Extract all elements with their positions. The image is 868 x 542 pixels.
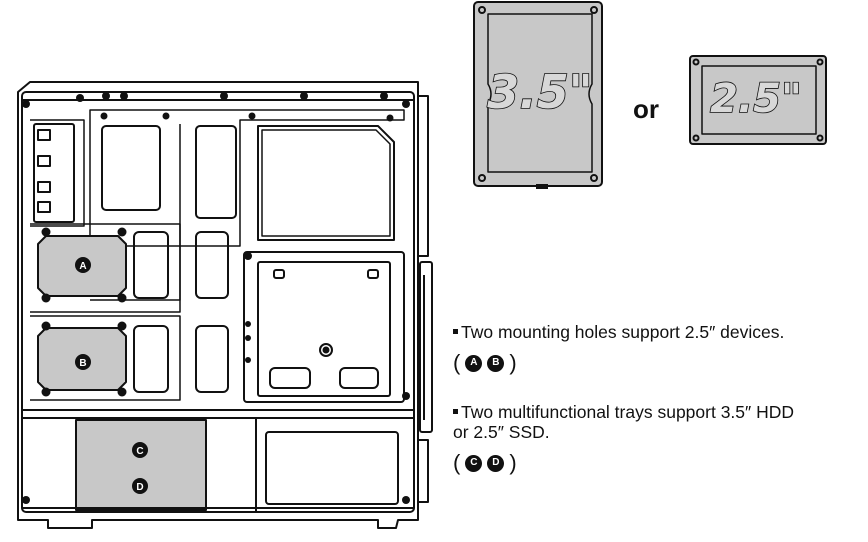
marker-b: B xyxy=(75,354,91,370)
note-mounting-holes: Two mounting holes support 2.5″ devices.… xyxy=(453,322,784,374)
note-line: Two multifunctional trays support 3.5″ H… xyxy=(453,402,794,422)
ssd-25-drive xyxy=(689,55,827,145)
note-multifunctional-trays: Two multifunctional trays support 3.5″ H… xyxy=(453,402,794,474)
marker-c: C xyxy=(132,442,148,458)
note-line: Two mounting holes support 2.5″ devices. xyxy=(453,322,784,342)
hdd-35-label: 3.5" xyxy=(487,65,592,119)
pc-case-side-panel xyxy=(17,81,433,529)
ref-row: ( A B ) xyxy=(453,350,517,375)
svg-text:D: D xyxy=(136,482,143,493)
ref-badge-a: A xyxy=(465,354,483,372)
svg-text:A: A xyxy=(79,261,86,272)
hdd-35-drive xyxy=(473,1,603,189)
ssd-25-label: 2.5" xyxy=(710,76,802,122)
marker-d: D xyxy=(132,478,148,494)
marker-a: A xyxy=(75,257,91,273)
ref-row: ( C D ) xyxy=(453,450,517,475)
note-line: or 2.5″ SSD. xyxy=(453,422,550,442)
ref-badge-d: D xyxy=(487,454,505,472)
case-screw-holes xyxy=(22,92,410,504)
ref-badge-c: C xyxy=(465,454,483,472)
or-text: or xyxy=(633,94,659,124)
svg-text:B: B xyxy=(79,358,86,369)
ref-badge-b: B xyxy=(487,354,505,372)
svg-text:C: C xyxy=(136,446,143,457)
